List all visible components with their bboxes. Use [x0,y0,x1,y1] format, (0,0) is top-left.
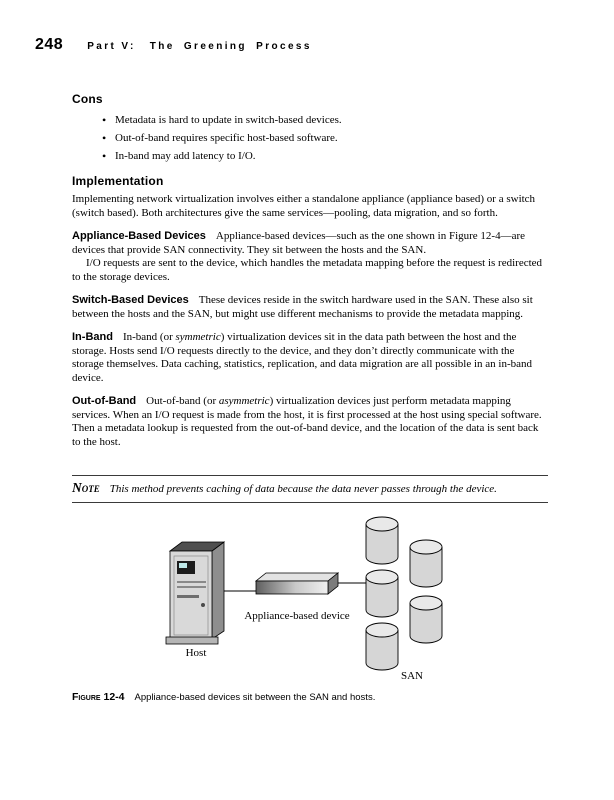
out-of-band-text-cont: ) virtualization devices just perform me… [72,395,542,448]
appliance-device-label: Appliance-based device [244,610,349,622]
disk-cylinder-icon [409,539,443,588]
in-band-paragraph: In-Band In-band (or symmetric) virtualiza… [72,331,548,385]
page-number: 248 [35,36,64,53]
note-box: Note This method prevents caching of data… [72,475,548,503]
part-title: The Greening Process [149,41,312,52]
out-of-band-emphasis: asymmetric [218,395,270,407]
disk-cylinder-icon [409,595,443,644]
out-of-band-paragraph: Out-of-Band Out-of-band (or asymmetric) v… [72,395,548,449]
out-of-band-label: Out-of-Band [72,395,137,407]
appliance-based-devices-label: Appliance-Based Devices [72,230,206,242]
in-band-emphasis: symmetric [175,331,221,343]
disk-cylinder-icon [365,569,399,618]
in-band-label: In-Band [72,331,113,343]
figure-12-4: Appliance-based device Host SAN Figure 1… [72,509,548,704]
note-text: This method prevents caching of data bec… [109,483,497,495]
san-disk-group [365,516,443,671]
appliance-device-icon [254,572,340,595]
host-computer-icon [165,541,226,645]
cons-bullet-list: Metadata is hard to update in switch-bas… [72,111,548,165]
disk-cylinder-icon [365,516,399,565]
san-label: SAN [401,670,423,682]
switch-based-devices-label: Switch-Based Devices [72,294,189,306]
disk-cylinder-icon [365,622,399,671]
in-band-text-cont: ) virtualization devices sit in the data… [72,331,533,384]
appliance-diagram: Appliance-based device Host SAN [165,516,443,682]
figure-caption: Figure 12-4 Appliance-based devices sit b… [72,691,548,704]
book-page: 248 Part V: The Greening Process Cons Me… [0,0,614,704]
implementation-intro-paragraph: Implementing network virtualization invo… [72,193,536,219]
list-item: Metadata is hard to update in switch-bas… [72,111,548,129]
list-item: Out-of-band requires specific host-based… [72,129,548,147]
note-label: Note [72,480,100,495]
list-item: In-band may add latency to I/O. [72,147,548,165]
switch-based-devices-text: These devices reside in the switch hardw… [72,294,533,320]
out-of-band-text: Out-of-band (or [146,395,219,407]
appliance-based-devices-text: Appliance-based devices—such as the one … [72,230,526,256]
part-label: Part V: [87,41,136,52]
running-head: 248 Part V: The Greening Process [35,36,548,54]
heading-implementation: Implementation [72,174,164,188]
figure-caption-text: Appliance-based devices sit between the … [134,692,376,703]
in-band-text: In-band (or [122,331,176,343]
appliance-based-devices-continuation: I/O requests are sent to the device, whi… [72,257,543,283]
heading-cons: Cons [72,92,103,106]
host-label: Host [186,647,207,659]
figure-caption-label: Figure 12-4 [72,691,125,703]
